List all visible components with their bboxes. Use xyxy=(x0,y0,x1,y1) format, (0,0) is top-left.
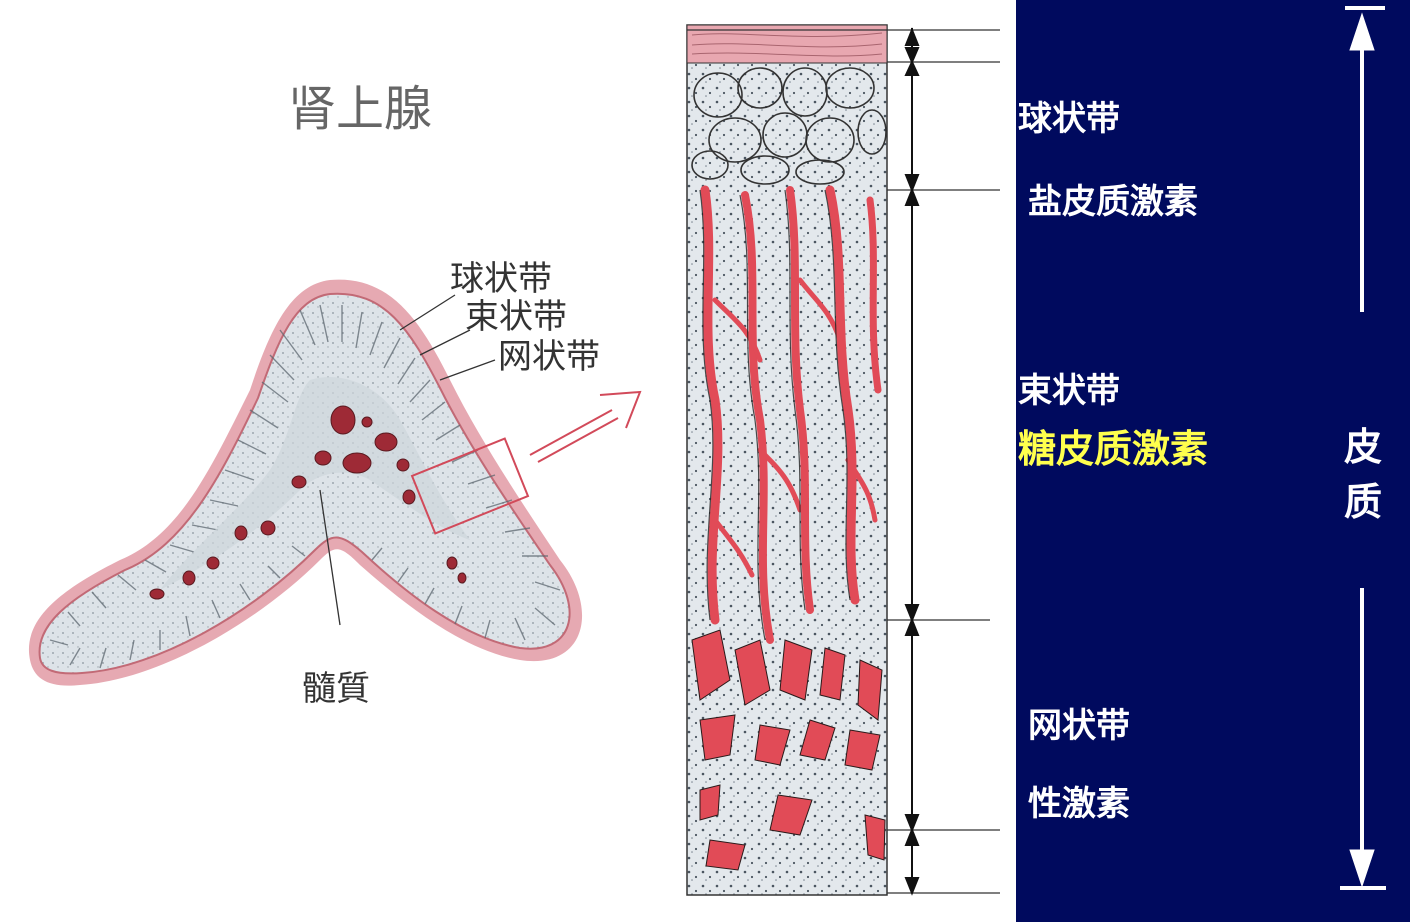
panel-cortex-char-1: 皮 xyxy=(1344,425,1382,469)
dimension-line xyxy=(906,28,918,893)
label-zona-fasciculata: 束状带 xyxy=(465,297,567,337)
panel-zone-3-name: 网状带 xyxy=(1028,706,1130,746)
panel-zone-1-name: 球状带 xyxy=(1018,99,1120,139)
label-zona-reticularis: 网状带 xyxy=(498,337,600,377)
label-medulla: 髓質 xyxy=(302,669,370,709)
panel-zone-3-hormone: 性激素 xyxy=(1028,784,1130,824)
zoom-arrow xyxy=(530,392,640,462)
panel-zone-2-name: 束状带 xyxy=(1018,371,1120,411)
cortex-section xyxy=(687,25,1000,895)
panel-zone-2-hormone: 糖皮质激素 xyxy=(1018,427,1208,471)
panel-cortex-char-2: 质 xyxy=(1344,480,1382,524)
panel-zone-1-hormone: 盐皮质激素 xyxy=(1028,182,1198,222)
label-zona-glomerulosa: 球状带 xyxy=(450,259,552,299)
gland-title: 肾上腺 xyxy=(288,81,432,137)
